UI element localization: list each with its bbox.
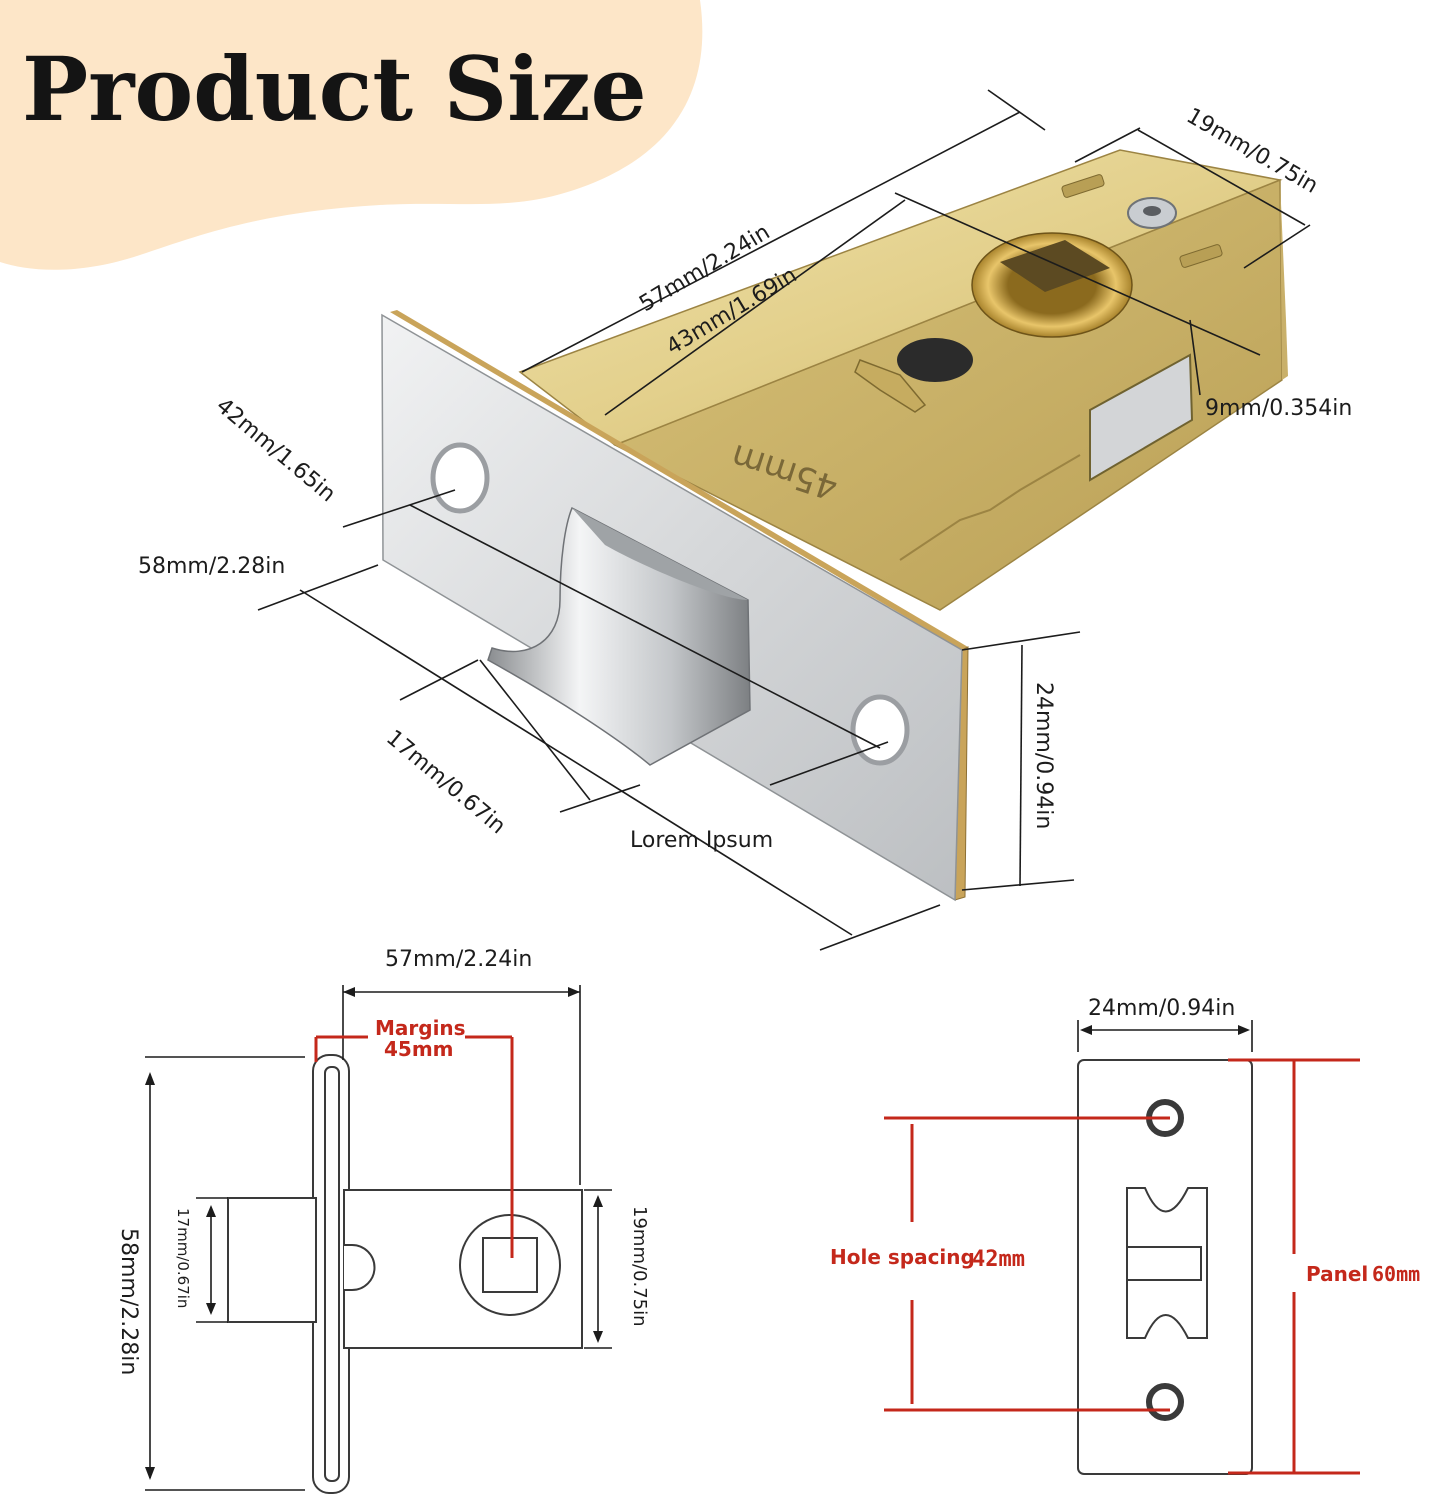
margins-value: 45mm <box>384 1037 454 1061</box>
side-faceplate-inner <box>324 1066 340 1482</box>
dim-line <box>342 489 456 528</box>
dim-line <box>257 564 379 611</box>
dim-line <box>961 879 1075 891</box>
dim-line <box>559 784 641 813</box>
dim-line <box>1189 319 1201 396</box>
hole-spacing-value: 42mm <box>972 1247 1025 1272</box>
plate-edge <box>390 310 968 650</box>
dim-line <box>604 199 906 416</box>
arrow <box>1080 1025 1092 1035</box>
side-case-label: 19mm/0.75in <box>629 1206 650 1327</box>
side-notch <box>344 1244 376 1291</box>
dim-line <box>409 504 881 749</box>
dim-panel-width: 24mm/0.94in <box>1031 682 1056 829</box>
dim-line <box>894 192 1261 356</box>
side-height-label: 58mm/2.28in <box>116 1228 141 1375</box>
margins-label: Margins <box>375 1016 466 1040</box>
side-view-drawing: 57mm/2.24in Margins 45mm 58mm/2.28in 17m… <box>116 947 650 1494</box>
hole-spacing-label: Hole spacing <box>830 1245 975 1269</box>
dim-line <box>1074 127 1141 163</box>
dim-line <box>769 741 889 786</box>
case-end-cap <box>1280 180 1288 380</box>
dim-line <box>1019 644 1023 887</box>
arrow <box>1238 1025 1250 1035</box>
front-hole-bottom <box>1146 1383 1184 1421</box>
case-slot <box>1179 244 1223 268</box>
case-window <box>1089 353 1194 482</box>
arrow <box>145 1072 155 1085</box>
arrow <box>593 1331 603 1343</box>
title-banner <box>0 0 703 270</box>
dim-line <box>1243 224 1311 269</box>
dim-line <box>399 659 479 701</box>
page-title: Product Size <box>22 37 647 141</box>
front-width-label: 24mm/0.94in <box>1088 996 1235 1021</box>
panel-value: 60mm <box>1372 1262 1420 1286</box>
plate-screw-hole <box>850 694 910 766</box>
iso-caption: Lorem Ipsum <box>630 828 773 853</box>
dim-panel-length: 58mm/2.28in <box>138 554 285 579</box>
iso-dimension-lines <box>257 89 1311 951</box>
arrow <box>206 1303 216 1315</box>
case-groove <box>899 454 1081 561</box>
dim-hole-spacing: 42mm/1.65in <box>211 393 340 507</box>
front-latch-slot <box>1126 1246 1202 1281</box>
side-length-label: 57mm/2.24in <box>385 947 532 972</box>
spindle-square-hole <box>1000 240 1110 292</box>
arrow <box>568 987 580 997</box>
dim-latch-width: 17mm/0.67in <box>381 725 510 839</box>
plate-screw-hole <box>430 442 490 514</box>
case-keyhole <box>897 338 973 382</box>
iso-lock-illustration: 45mm <box>381 149 1288 902</box>
arrow <box>206 1205 216 1217</box>
dim-line <box>961 631 1081 651</box>
side-spindle-square <box>482 1237 538 1293</box>
case-lever <box>854 359 927 413</box>
case-screw-hole <box>1143 206 1161 216</box>
dim-line <box>299 589 853 936</box>
dim-line <box>819 904 941 951</box>
case-slot <box>1061 174 1105 198</box>
dim-line <box>479 659 591 801</box>
arrow <box>343 987 355 997</box>
arrow <box>145 1467 155 1480</box>
side-latch-label: 17mm/0.67in <box>174 1208 192 1308</box>
dim-line <box>521 111 1021 373</box>
arrow <box>593 1195 603 1207</box>
side-latch <box>227 1197 317 1323</box>
front-view-drawing: 24mm/0.94in Hole spacing 42mm Panel 60mm <box>830 996 1420 1475</box>
panel-label: Panel <box>1306 1262 1368 1286</box>
dim-line <box>987 89 1046 131</box>
dim-line <box>1137 129 1306 226</box>
latch-bolt-face <box>572 508 748 600</box>
dim-spindle: 9mm/0.354in <box>1205 396 1352 421</box>
